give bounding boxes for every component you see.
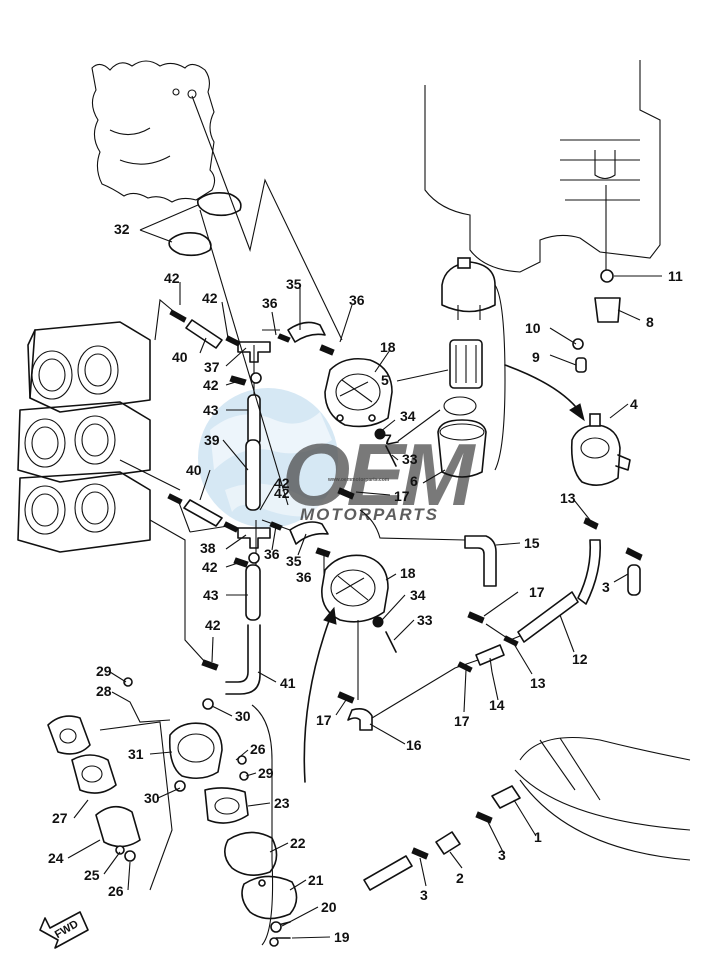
callout-label: 19 <box>334 929 350 945</box>
callout-label: 13 <box>530 675 546 691</box>
callout-label: 30 <box>235 708 251 724</box>
callout-label: 17 <box>316 712 332 728</box>
callout-label: 21 <box>308 872 324 888</box>
callout-label: 29 <box>96 663 112 679</box>
callout-label: 42 <box>164 270 180 286</box>
callout-label: 18 <box>380 339 396 355</box>
callout-label: 13 <box>560 490 576 506</box>
callout-label: 3 <box>498 847 506 863</box>
callout-label: 17 <box>454 713 470 729</box>
filter-o-ring <box>443 396 477 416</box>
callout-label: 30 <box>144 790 160 806</box>
callout-label: 7 <box>384 431 392 447</box>
callout-label: 17 <box>529 584 545 600</box>
callout-label: 43 <box>203 402 219 418</box>
callout-label: 24 <box>48 850 64 866</box>
callout-label: 43 <box>203 587 219 603</box>
fuel-joint <box>570 413 631 486</box>
callout-label: 18 <box>400 565 416 581</box>
carburetor-stack <box>17 321 151 553</box>
callout-label: 16 <box>406 737 422 753</box>
callout-label: 34 <box>400 408 416 424</box>
callout-label: 14 <box>489 697 505 713</box>
callout-label: 29 <box>258 765 274 781</box>
callout-label: 32 <box>114 221 130 237</box>
callout-label: 23 <box>274 795 290 811</box>
callout-label: 35 <box>286 553 302 569</box>
callout-label: 33 <box>402 451 418 467</box>
callout-label: 37 <box>204 359 220 375</box>
callout-label: 11 <box>668 268 683 284</box>
callout-label: 27 <box>52 810 68 826</box>
callout-label: 36 <box>296 569 312 585</box>
hoses-and-clips <box>119 95 643 947</box>
filter-cup <box>437 419 487 478</box>
callout-label: 3 <box>602 579 610 595</box>
callout-leaders <box>67 204 662 939</box>
callout-label: 40 <box>172 349 188 365</box>
watermark-url: www.oemmotorparts.com <box>327 477 390 483</box>
upper-right-housing <box>424 60 661 273</box>
callout-label: 17 <box>394 488 410 504</box>
callout-label: 5 <box>381 372 389 388</box>
callout-label: 26 <box>108 883 124 899</box>
callout-label: 40 <box>186 462 202 478</box>
callout-label: 36 <box>262 295 278 311</box>
callout-label: 20 <box>321 899 337 915</box>
callout-label: 42 <box>202 290 218 306</box>
callout-label: 9 <box>532 349 540 365</box>
callout-label: 34 <box>410 587 426 603</box>
flow-arrows <box>303 364 585 783</box>
callout-label: 33 <box>417 612 433 628</box>
fuel-filter-group <box>437 257 506 478</box>
callout-label: 8 <box>646 314 654 330</box>
callout-label: 3 <box>420 887 428 903</box>
callout-label: 22 <box>290 835 306 851</box>
callout-label: 2 <box>456 870 464 886</box>
callout-label: 42 <box>202 559 218 575</box>
callout-label: 6 <box>410 473 418 489</box>
callout-label: 42 <box>274 485 290 501</box>
callout-label: 42 <box>205 617 221 633</box>
callout-label: 41 <box>280 675 296 691</box>
callout-label: 36 <box>264 546 280 562</box>
fwd-arrow-badge: FWD <box>39 911 89 949</box>
callout-label: 25 <box>84 867 100 883</box>
fuel-pump-lower <box>321 554 389 623</box>
part-number-labels: 32 42 42 35 36 36 40 37 42 43 18 5 34 7 … <box>48 221 683 945</box>
callout-label: 28 <box>96 683 112 699</box>
callout-label: 38 <box>200 540 216 556</box>
cylinder-head-outline <box>91 60 216 203</box>
callout-label: 42 <box>203 377 219 393</box>
callout-label: 10 <box>525 320 541 336</box>
callout-label: 35 <box>286 276 302 292</box>
watermark-globe <box>198 388 338 528</box>
callout-label: 15 <box>524 535 540 551</box>
callout-label: 4 <box>630 396 638 412</box>
primer-pump-assembly <box>47 704 298 946</box>
callout-label: 36 <box>349 292 365 308</box>
callout-label: 1 <box>534 829 542 845</box>
bottom-cowling <box>514 737 691 861</box>
watermark-sub: MOTORPARTS <box>300 505 439 524</box>
watermark: OEM MOTORPARTS www.oemmotorparts.com <box>198 388 480 528</box>
callout-label: 42 <box>274 475 290 491</box>
fuel-pump-upper <box>324 357 393 428</box>
callout-label: 39 <box>204 432 220 448</box>
callout-label: 31 <box>128 746 144 762</box>
fwd-badge-label: FWD <box>53 918 81 941</box>
callout-label: 12 <box>572 651 588 667</box>
callout-label: 26 <box>250 741 266 757</box>
